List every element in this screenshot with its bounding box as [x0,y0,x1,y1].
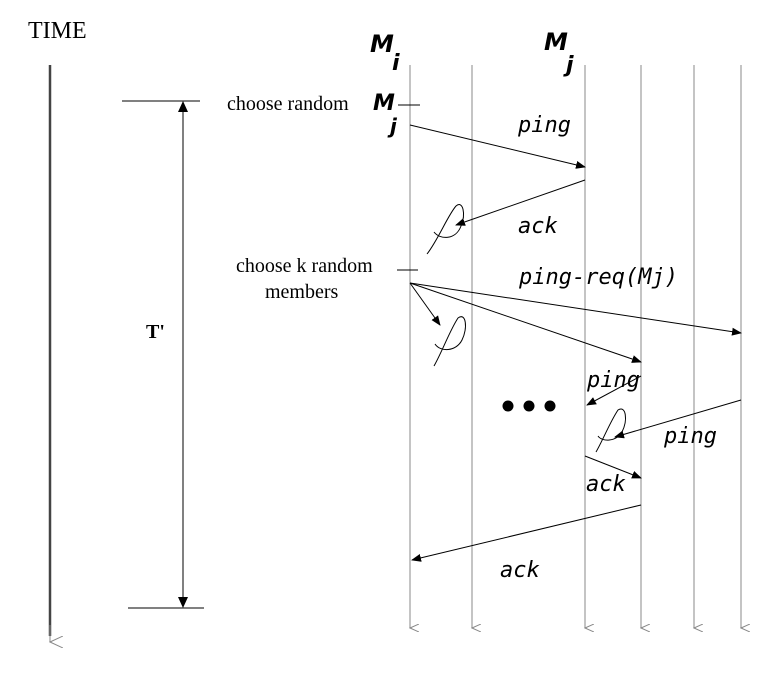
msg-pingreq-lost-arrow [409,282,441,326]
process-mj-letter: M [544,28,568,56]
lost-message-3-icon [595,408,626,453]
step-choose-k-line2: members [265,281,339,303]
ellipsis-dots [502,400,556,412]
process-mi-letter: M [370,30,394,58]
msg-ack1-label: ack [518,214,558,239]
step-choose-random: choose random [227,93,349,115]
msg-ack3-label: ack [500,558,540,583]
time-axis-label: TIME [28,18,87,44]
msg-ping1-arrow [409,124,586,169]
msg-ping3-label: ping [663,424,717,449]
step-choose-random-subscript: j [387,114,398,138]
msg-ack3-arrow [411,504,642,562]
step-choose-random-symbol: M [373,91,395,116]
msg-pingreq-mid-arrow [409,282,642,363]
process-mi-subscript: i [392,51,400,76]
lost-message-1-icon [426,204,464,255]
period-arrow-up [178,101,188,112]
msg-ping2-arrow [586,375,642,406]
msg-ack1-arrow [455,179,586,226]
period-arrow-down [178,597,188,608]
msg-ack2-arrow [584,455,642,479]
msg-ping1-label: ping [517,113,571,138]
msg-ping2-label: ping [586,368,640,393]
msg-ping3-arrow [614,399,742,439]
msg-pingreq-label: ping-req(Mj) [518,265,678,290]
step-choose-k-line1: choose k random [236,255,373,277]
msg-pingreq-far-arrow [409,282,742,336]
process-mj-subscript: j [563,53,574,78]
msg-ack2-label: ack [586,472,626,497]
lost-message-2-icon [433,316,466,367]
period-label: T' [146,321,165,343]
